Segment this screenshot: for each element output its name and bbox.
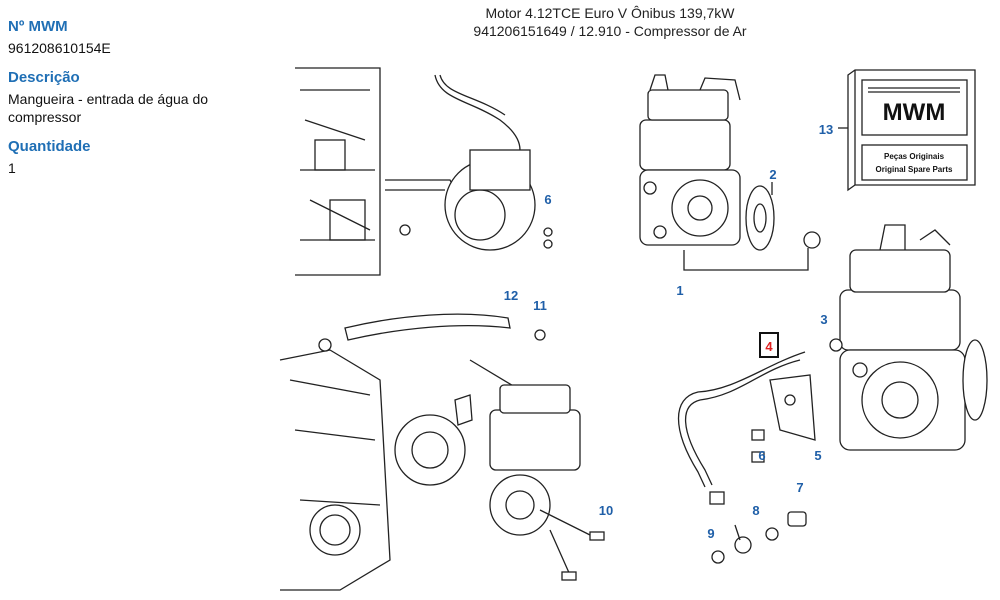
callout-11[interactable]: 11 — [533, 298, 547, 313]
callout-10[interactable]: 10 — [599, 503, 613, 518]
engine-cover-bottom — [279, 313, 605, 591]
description-value: Mangueira - entrada de água do compresso… — [8, 91, 209, 125]
callout-13[interactable]: 13 — [819, 122, 833, 137]
engine-block-top — [295, 67, 553, 276]
compressor-bottom — [678, 224, 988, 564]
mwm-logo: MWM — [883, 99, 946, 126]
callout-1[interactable]: 1 — [676, 283, 683, 298]
engine-title: Motor 4.12TCE Euro V Ônibus 139,7kW — [485, 5, 735, 21]
callout-3[interactable]: 3 — [820, 312, 827, 327]
part-details-panel: Nº MWM 961208610154E Descrição Mangueira… — [8, 18, 248, 189]
callout-5[interactable]: 5 — [814, 448, 821, 463]
callout-6-bottom[interactable]: 6 — [758, 448, 765, 463]
callout-12[interactable]: 12 — [504, 288, 518, 303]
quantity-value: 1 — [8, 160, 16, 176]
callout-8[interactable]: 8 — [752, 503, 759, 518]
kit-line2: Original Spare Parts — [876, 165, 953, 174]
description-label: Descrição — [8, 69, 80, 86]
part-number-label: Nº MWM — [8, 18, 68, 35]
kit-line1: Peças Originais — [884, 152, 945, 161]
mwm-parts-kit-box: MWM Peças Originais Original Spare Parts — [838, 69, 976, 192]
part-number-value: 961208610154E — [8, 40, 111, 56]
callout-4-selected[interactable]: 4 — [765, 339, 773, 354]
quantity-label: Quantidade — [8, 138, 91, 155]
callout-2[interactable]: 2 — [769, 167, 776, 182]
callout-7[interactable]: 7 — [796, 480, 803, 495]
callout-6-top[interactable]: 6 — [544, 192, 551, 207]
highlight-box — [759, 332, 779, 358]
callouts: 1 2 3 4 5 6 6 7 8 9 10 11 12 13 — [504, 122, 833, 541]
compressor-top — [639, 74, 821, 271]
group-title: 941206151649 / 12.910 - Compressor de Ar — [473, 23, 747, 39]
callout-9[interactable]: 9 — [707, 526, 714, 541]
diagram-title: Motor 4.12TCE Euro V Ônibus 139,7kW 9412… — [440, 4, 780, 40]
